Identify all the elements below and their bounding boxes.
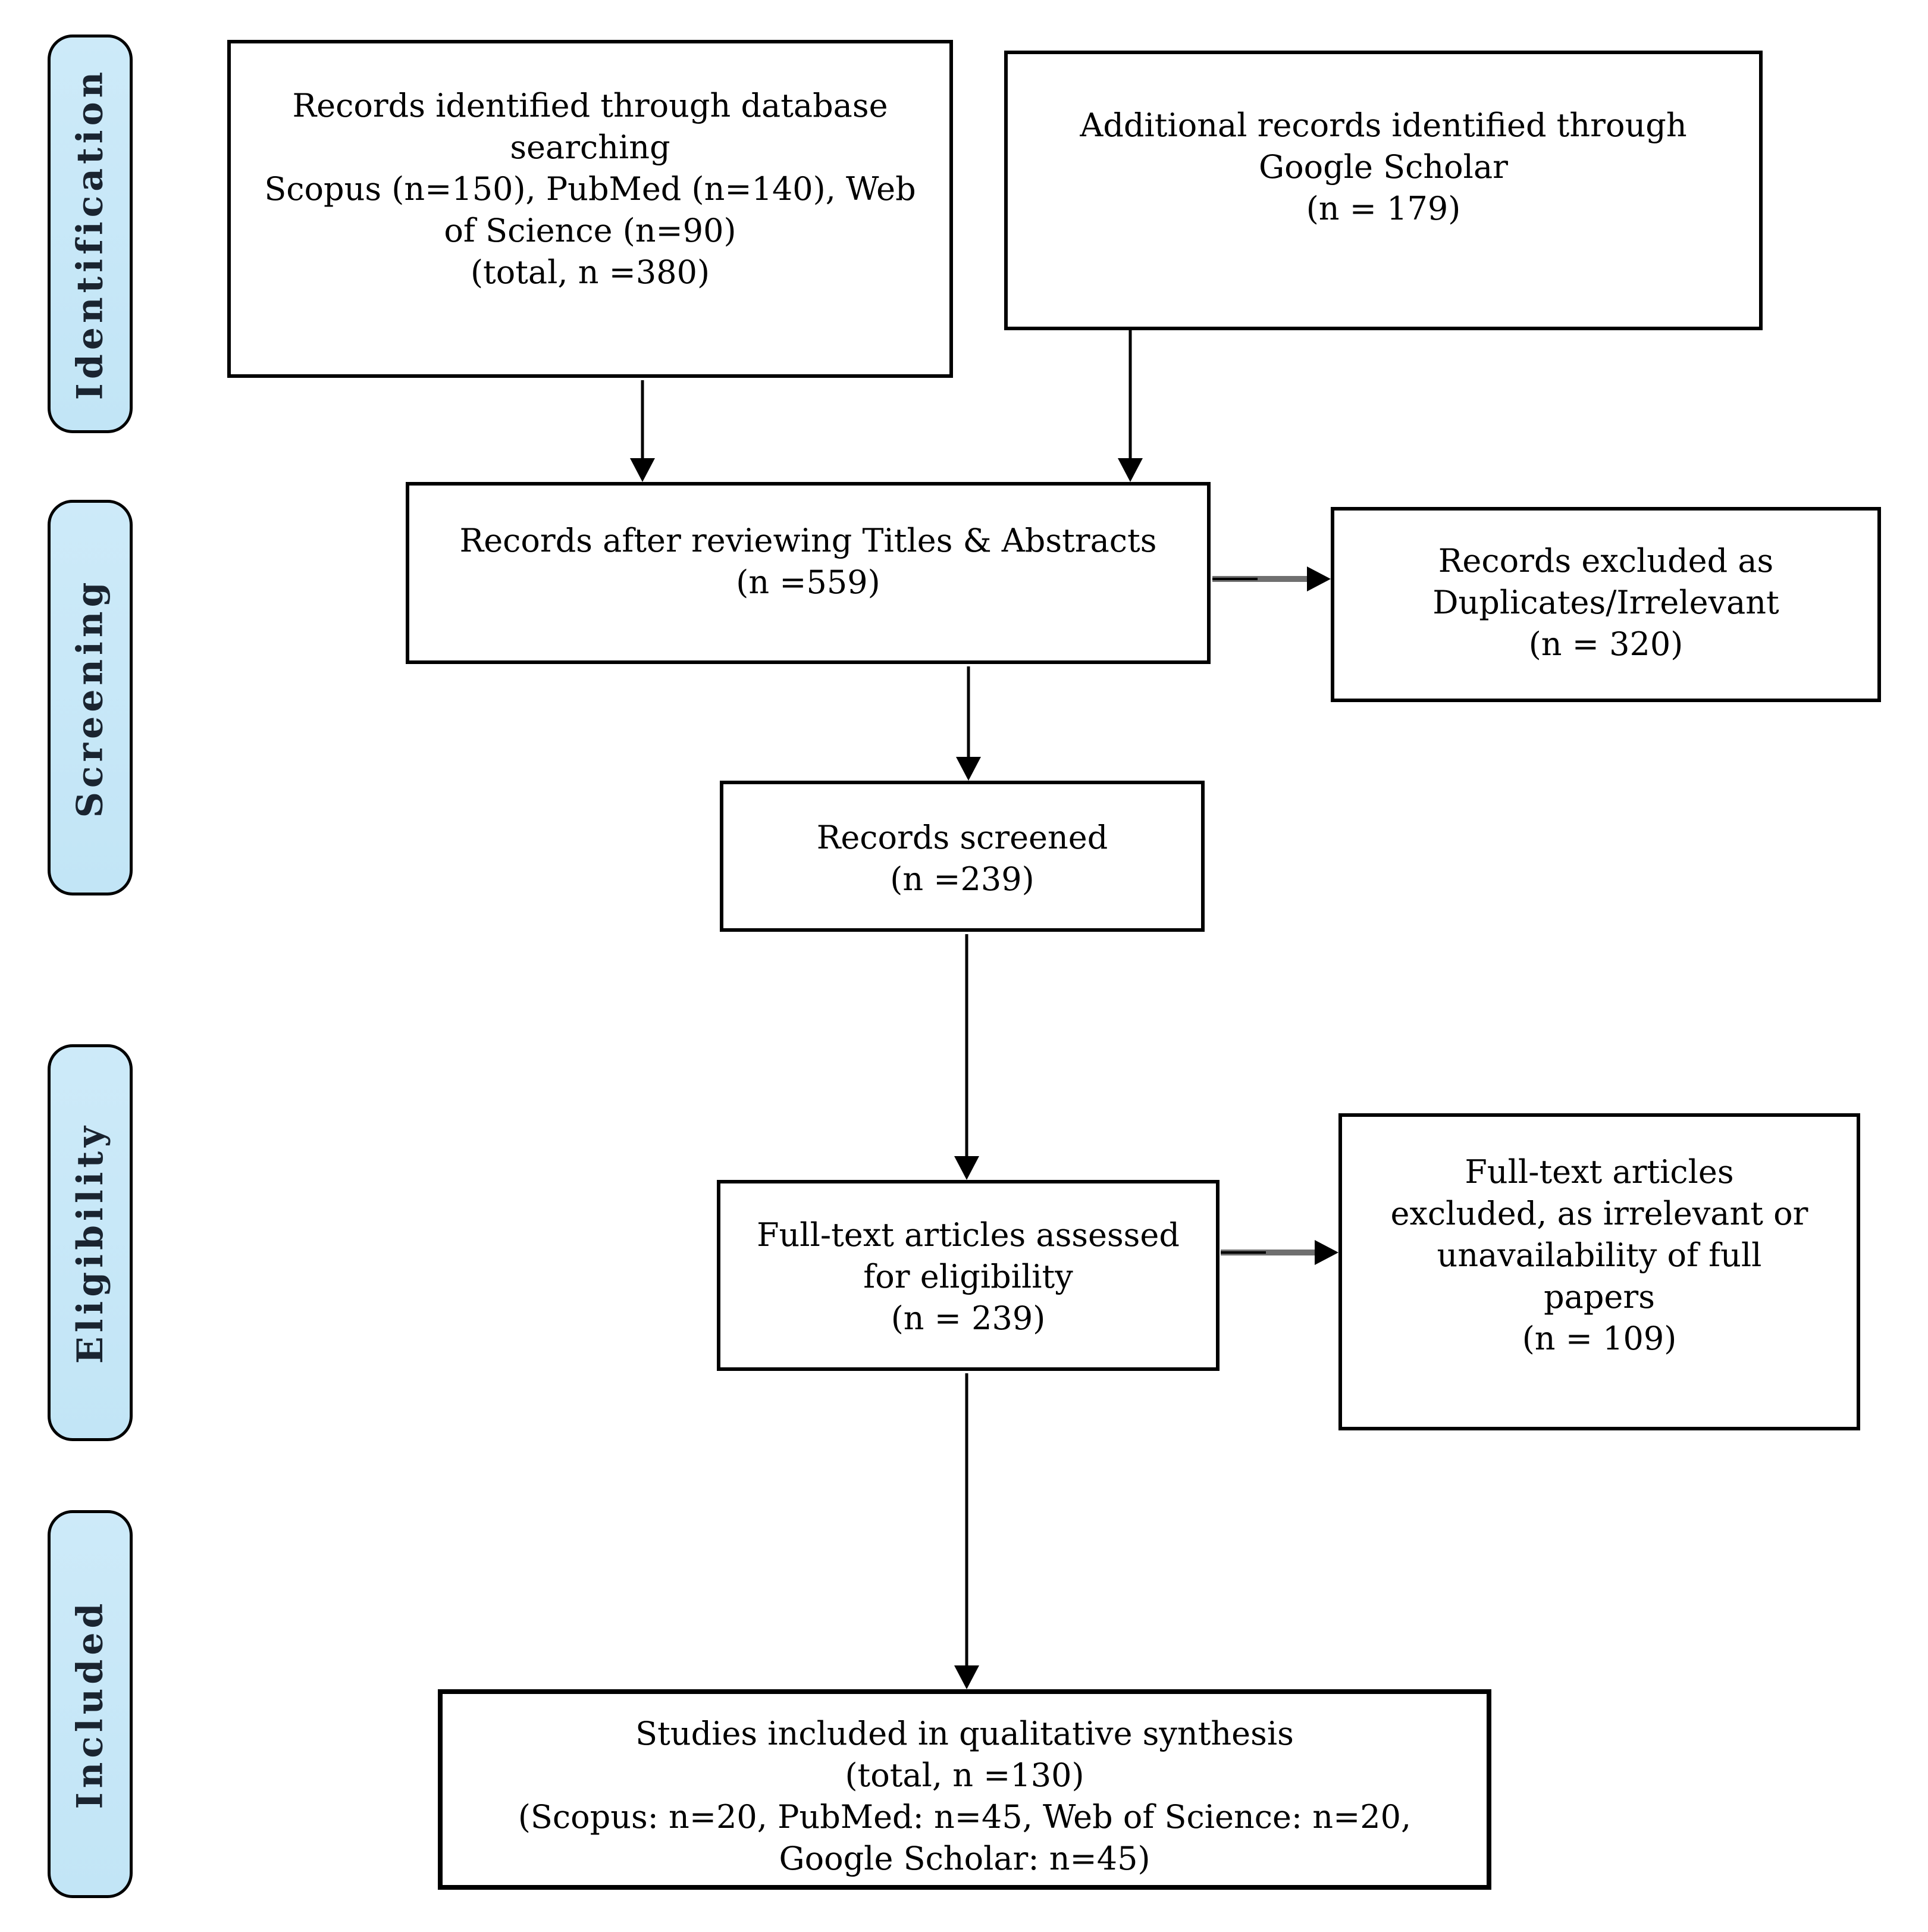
down-arrow-database-to-reviewing xyxy=(629,380,656,482)
down-arrowhead-icon xyxy=(956,757,981,781)
box-line: Records screened xyxy=(816,819,1108,856)
box-line: Records identified through database xyxy=(292,87,888,124)
arrow-shaft xyxy=(967,666,970,763)
stage-identification-label: Identification xyxy=(69,67,111,400)
box-line: (n =239) xyxy=(890,860,1034,898)
right-arrow-fulltext-to-excluded xyxy=(1221,1239,1338,1266)
box-line: (n =559) xyxy=(736,563,880,601)
box-additional-records-google-scholar: Additional records identified through Go… xyxy=(1004,51,1763,330)
stage-screening-label: Screening xyxy=(69,578,111,818)
box-line: papers xyxy=(1544,1278,1655,1316)
box-fulltext-excluded: Full-text articles excluded, as irreleva… xyxy=(1338,1113,1860,1430)
box-line: Additional records identified through xyxy=(1080,107,1687,144)
box-line: for eligibility xyxy=(863,1258,1073,1295)
box-line: Full-text articles assessed xyxy=(757,1216,1180,1254)
box-records-after-reviewing: Records after reviewing Titles & Abstrac… xyxy=(406,482,1211,664)
arrow-shaft xyxy=(1221,1250,1321,1255)
box-line: Duplicates/Irrelevant xyxy=(1432,584,1779,621)
stage-screening: Screening xyxy=(48,500,133,895)
down-arrow-screened-to-fulltext xyxy=(954,934,980,1180)
right-arrowhead-icon xyxy=(1307,566,1331,591)
box-line: Studies included in qualitative synthesi… xyxy=(635,1715,1294,1752)
box-fulltext-assessed: Full-text articles assessed for eligibil… xyxy=(717,1180,1220,1371)
down-arrow-google-to-reviewing xyxy=(1117,330,1143,482)
box-line: (n = 320) xyxy=(1528,625,1684,663)
box-line: Google Scholar xyxy=(1259,148,1508,186)
box-line: (n = 109) xyxy=(1522,1320,1677,1357)
box-studies-included: Studies included in qualitative synthesi… xyxy=(438,1689,1491,1890)
box-line: Records excluded as xyxy=(1438,542,1774,580)
down-arrowhead-icon xyxy=(954,1156,979,1180)
box-line: (Scopus: n=20, PubMed: n=45, Web of Scie… xyxy=(518,1798,1412,1836)
stage-identification: Identification xyxy=(48,35,133,433)
box-line: searching xyxy=(510,129,670,166)
stage-eligibility-label: Eligibility xyxy=(69,1122,111,1364)
box-records-excluded-duplicates: Records excluded as Duplicates/Irrelevan… xyxy=(1331,507,1881,702)
box-line: excluded, as irrelevant or xyxy=(1390,1195,1808,1232)
box-line: (n = 179) xyxy=(1306,190,1461,227)
box-line: unavailability of full xyxy=(1437,1236,1762,1274)
stage-included: Included xyxy=(48,1510,133,1898)
arrow-shaft xyxy=(1128,330,1132,464)
down-arrowhead-icon xyxy=(954,1665,979,1689)
down-arrowhead-icon xyxy=(630,458,655,482)
box-line: Full-text articles xyxy=(1465,1153,1734,1191)
box-line: of Science (n=90) xyxy=(444,212,736,249)
arrow-shaft xyxy=(965,934,968,1162)
arrow-shaft xyxy=(1212,576,1313,582)
arrow-shaft xyxy=(641,380,644,464)
arrow-shaft xyxy=(965,1373,968,1671)
box-line: (total, n =130) xyxy=(845,1756,1084,1794)
right-arrow-reviewing-to-excluded xyxy=(1212,566,1331,592)
down-arrow-reviewing-to-screened xyxy=(955,666,982,781)
box-records-screened: Records screened (n =239) xyxy=(720,781,1205,932)
stage-eligibility: Eligibility xyxy=(48,1044,133,1441)
box-line: Google Scholar: n=45) xyxy=(779,1840,1150,1877)
stage-included-label: Included xyxy=(69,1599,111,1809)
right-arrowhead-icon xyxy=(1315,1240,1338,1265)
box-line: (total, n =380) xyxy=(470,253,710,291)
down-arrowhead-icon xyxy=(1118,458,1143,482)
box-records-database-searching: Records identified through database sear… xyxy=(227,40,953,378)
down-arrow-fulltext-to-included xyxy=(954,1373,980,1689)
box-line: Records after reviewing Titles & Abstrac… xyxy=(459,522,1157,559)
box-line: Scopus (n=150), PubMed (n=140), Web xyxy=(264,170,916,208)
box-line: (n = 239) xyxy=(891,1300,1046,1337)
